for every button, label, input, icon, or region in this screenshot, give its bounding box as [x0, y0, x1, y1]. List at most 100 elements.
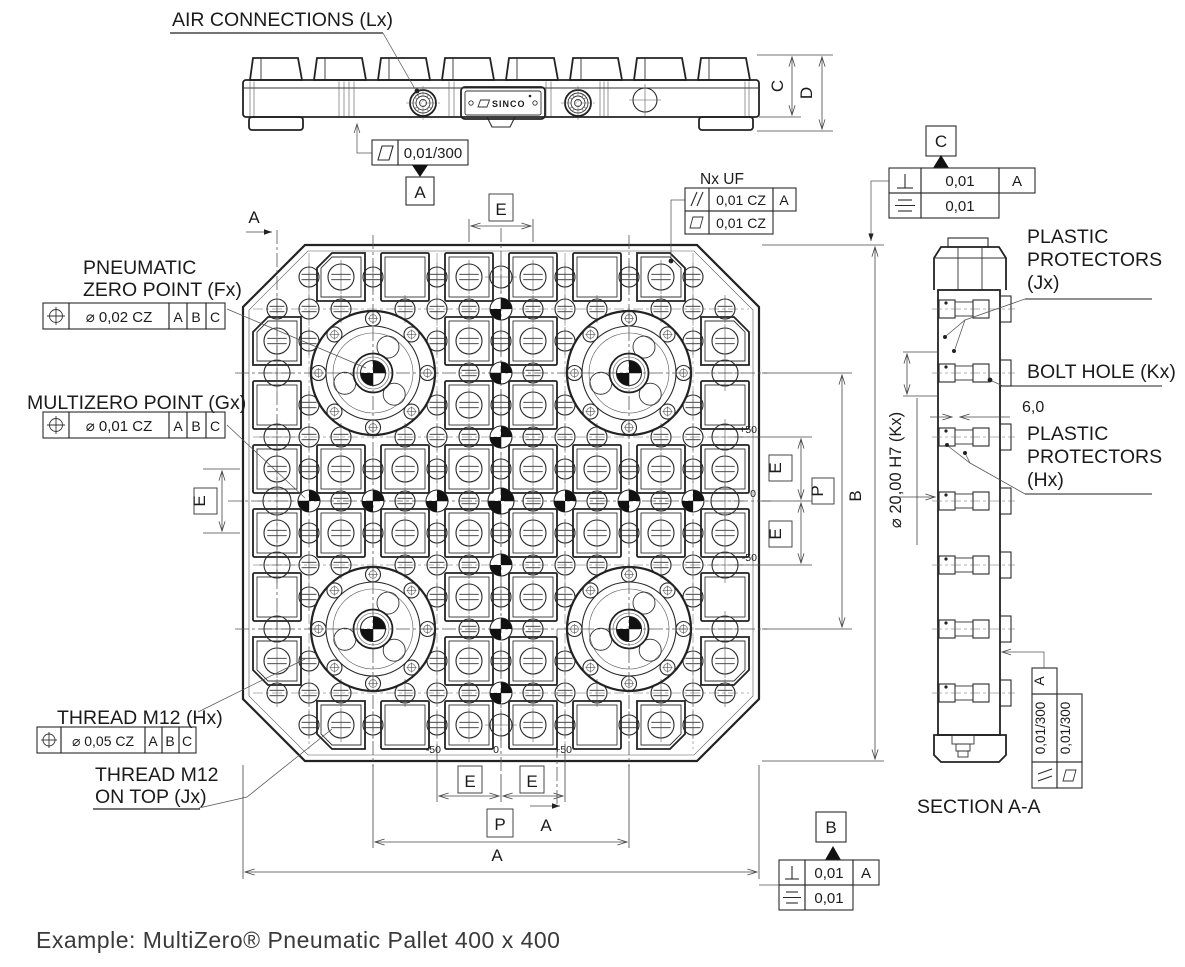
clamp-pad: [568, 57, 624, 81]
plan-view: [228, 228, 774, 806]
section-mark-bottom: A: [540, 816, 552, 835]
fx-datum-c: C: [210, 309, 220, 325]
chuck-hole: [376, 591, 400, 615]
chuck-bolt: [582, 582, 599, 599]
left-callouts: PNEUMATIC ZERO POINT (Fx) ⌀ 0,02 CZ A B …: [27, 257, 367, 810]
chuck-hole: [333, 627, 357, 651]
datum-b-box: B: [825, 818, 836, 837]
c-row1-value: 0,01: [945, 173, 974, 190]
chuck-bolt: [364, 675, 382, 692]
chuck-bolt: [364, 310, 382, 327]
perpendicularity-icon: [785, 866, 799, 880]
chuck-bolt: [582, 403, 599, 420]
dim-e-bottom-1: E: [464, 772, 475, 791]
dim-d-label: D: [797, 87, 816, 99]
section-view: ⌀ 20,00 H7 (Kx) 6,0 PLASTIC PROTECTORS (…: [887, 226, 1176, 818]
pocket: [572, 700, 622, 750]
symmetry-icon: [783, 891, 801, 904]
brand-text: SINCO: [492, 99, 526, 109]
clamp-pad: [504, 57, 560, 81]
rot-frame1-value: 0,01/300: [1033, 702, 1048, 755]
chuck-bolt: [326, 326, 343, 343]
pneumatic-label-2: ZERO POINT (Fx): [83, 279, 242, 301]
dim-e-right-2: E: [766, 528, 785, 539]
multizero-label: MULTIZERO POINT (Gx): [27, 392, 246, 414]
pneumatic-label-1: PNEUMATIC: [83, 257, 196, 279]
c-row1-datum: A: [1012, 173, 1022, 190]
brand-plate: SINCO: [460, 86, 546, 120]
hx-datum-b: B: [165, 733, 174, 749]
hx-value: ⌀ 0,05 CZ: [72, 733, 135, 749]
chuck-bolt: [620, 419, 638, 436]
chuck-hole: [376, 335, 400, 359]
plastic-hx-2: PROTECTORS: [1027, 446, 1162, 468]
chuck-bolt: [620, 566, 638, 583]
nx-uf-label: Nx UF: [700, 171, 744, 188]
dim-c-d: C D: [757, 54, 833, 132]
caption: Example: MultiZero® Pneumatic Pallet 400…: [36, 927, 560, 953]
chuck-bolt: [326, 403, 343, 420]
flatness-callout: 0,01/300 A: [353, 122, 469, 206]
pocket: [700, 316, 750, 366]
dia-20-label: ⌀ 20,00 H7 (Kx): [887, 412, 905, 528]
clamp-pad: [632, 57, 688, 81]
b-row1-value: 0,01: [814, 865, 843, 882]
chuck-bolt: [419, 620, 436, 638]
b-row1-datum: A: [861, 865, 871, 882]
hx-datum-c: C: [182, 733, 192, 749]
chuck-bolt: [582, 326, 599, 343]
pocket: [380, 700, 430, 750]
section-fcf-rotated: A 0,01/300 0,01/300: [1000, 648, 1083, 789]
position-icon: [47, 307, 65, 325]
chuck-hole: [638, 638, 662, 662]
chuck-bolt: [659, 403, 676, 420]
dim-c-label: C: [768, 80, 787, 92]
chuck-hole: [589, 371, 613, 395]
chuck-bolt: [403, 582, 420, 599]
tick-minus50-right: -50: [742, 552, 757, 564]
chuck-hole: [632, 335, 656, 359]
chuck-hole: [382, 638, 406, 662]
bolt-hole-label: BOLT HOLE (Kx): [1027, 361, 1176, 383]
zero-point-chuck: [565, 309, 693, 437]
thread-jx-label-1: THREAD M12: [95, 764, 219, 786]
section-title: SECTION A-A: [917, 796, 1041, 818]
b-row2-value: 0,01: [814, 890, 843, 907]
fx-datum-a: A: [173, 309, 183, 325]
c-row2-value: 0,01: [945, 198, 974, 215]
pocket: [636, 252, 686, 302]
chuck-bolt: [620, 310, 638, 327]
datum-a-box: A: [414, 183, 426, 202]
tick-minus50-bottom: -50: [426, 744, 441, 756]
dim-e-top: E: [495, 200, 506, 219]
chuck-bolt: [403, 659, 420, 676]
flatness-icon: [1062, 769, 1077, 782]
pocket: [700, 636, 750, 686]
fcf-gx: ⌀ 0,01 CZ A B C: [42, 411, 226, 439]
dim-b-label: B: [846, 490, 865, 501]
chuck-bolt: [364, 419, 382, 436]
plastic-hx-1: PLASTIC: [1027, 423, 1108, 445]
chuck-bolt: [419, 364, 436, 382]
gx-datum-a: A: [173, 418, 183, 434]
parallelism-icon: [690, 191, 704, 207]
chuck-bolt: [566, 620, 583, 638]
chuck-bolt: [582, 659, 599, 676]
pocket: [380, 252, 430, 302]
datum-c-box: C: [935, 132, 947, 151]
plastic-hx-3: (Hx): [1027, 469, 1064, 491]
chuck-bolt: [620, 675, 638, 692]
perpendicularity-icon: [897, 174, 913, 189]
fcf-fx: ⌀ 0,02 CZ A B C: [42, 302, 226, 330]
nx-row2-value: 0,01 CZ: [716, 215, 766, 231]
flatness-value: 0,01/300: [404, 145, 462, 162]
position-icon: [47, 416, 65, 434]
clamp-pad: [312, 57, 368, 81]
rot-frame2-value: 0,01/300: [1058, 702, 1073, 755]
chuck-hole: [333, 371, 357, 395]
gx-datum-c: C: [210, 418, 220, 434]
pocket: [572, 252, 622, 302]
flatness-icon: [377, 145, 394, 161]
nx-uf-callout: Nx UF 0,01 CZ A 0,01 CZ: [670, 171, 797, 258]
section-marks: A A: [246, 208, 560, 835]
